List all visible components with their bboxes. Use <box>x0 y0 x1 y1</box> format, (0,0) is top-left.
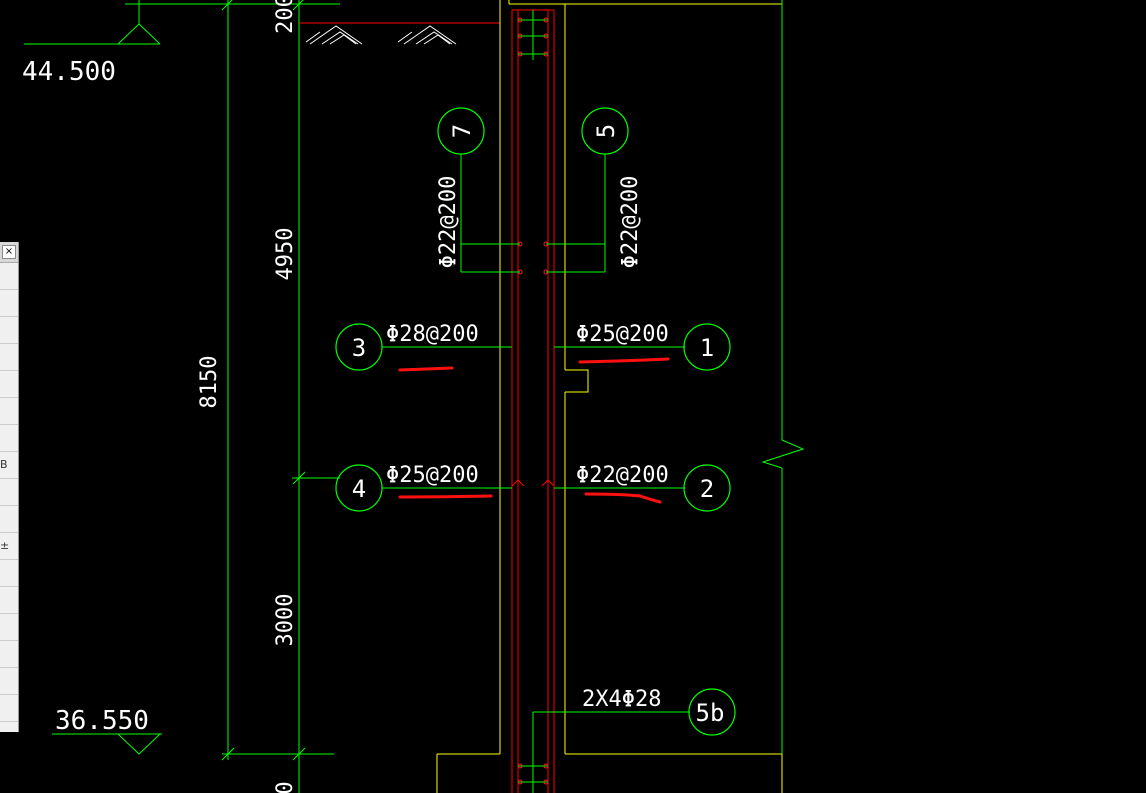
panel-glyph-b: ± <box>0 539 10 552</box>
panel-row[interactable] <box>0 641 18 668</box>
panel-glyph-a: B <box>0 458 8 471</box>
rebar-lines <box>511 9 555 793</box>
break-line <box>761 0 805 754</box>
marker-5b-id: 5b <box>696 699 725 727</box>
level-bottom-text: 36.550 <box>55 706 149 736</box>
panel-row[interactable] <box>0 425 18 452</box>
close-icon[interactable]: × <box>2 245 16 259</box>
dim-200: 200 <box>273 0 298 34</box>
side-panel[interactable]: × B ± <box>0 242 19 732</box>
marker-5b[interactable]: 5b <box>688 688 736 736</box>
marker-7-id: 7 <box>448 124 476 138</box>
rebar-label-5b: 2X4Φ28 <box>582 687 661 712</box>
marker-1[interactable]: 1 <box>683 323 731 371</box>
panel-titlebar[interactable]: × <box>0 242 18 263</box>
panel-row[interactable] <box>0 587 18 614</box>
dim-8150: 8150 <box>197 356 222 409</box>
dimension-lines <box>125 0 500 793</box>
soil-hatch <box>305 25 457 45</box>
marker-5[interactable]: 5 <box>581 107 629 155</box>
marker-7[interactable]: 7 <box>437 107 485 155</box>
rebar-label-4: Φ25@200 <box>386 463 479 488</box>
level-top-text: 44.500 <box>22 57 116 87</box>
wall-outline <box>436 0 783 793</box>
panel-row[interactable] <box>0 290 18 317</box>
panel-row[interactable] <box>0 344 18 371</box>
marker-2-id: 2 <box>700 475 714 503</box>
panel-row[interactable]: B <box>0 452 18 479</box>
leader-lines <box>382 154 690 713</box>
panel-row[interactable] <box>0 479 18 506</box>
marker-1-id: 1 <box>700 334 714 362</box>
panel-row[interactable] <box>0 263 18 290</box>
dim-4950: 4950 <box>273 228 298 281</box>
panel-row[interactable] <box>0 398 18 425</box>
marker-5-id: 5 <box>592 124 620 138</box>
panel-row[interactable] <box>0 668 18 695</box>
marker-4-id: 4 <box>352 475 366 503</box>
highlight-marks <box>398 357 670 504</box>
level-marker-top <box>24 0 161 45</box>
marker-2[interactable]: 2 <box>683 464 731 512</box>
panel-row[interactable] <box>0 695 18 722</box>
rebar-label-1: Φ25@200 <box>576 322 669 347</box>
rebar-label-5: Φ22@200 <box>618 176 643 269</box>
panel-row[interactable]: ± <box>0 533 18 560</box>
dim-0: 0 <box>273 781 298 793</box>
marker-3-id: 3 <box>352 334 366 362</box>
level-marker-bottom <box>52 733 162 755</box>
panel-row[interactable] <box>0 317 18 344</box>
rebar-label-3: Φ28@200 <box>386 322 479 347</box>
marker-3[interactable]: 3 <box>335 323 383 371</box>
panel-row[interactable] <box>0 506 18 533</box>
rebar-label-2: Φ22@200 <box>576 463 669 488</box>
marker-4[interactable]: 4 <box>335 464 383 512</box>
panel-row[interactable] <box>0 560 18 587</box>
panel-row[interactable] <box>0 371 18 398</box>
panel-row[interactable] <box>0 614 18 641</box>
rebar-label-7: Φ22@200 <box>436 176 461 269</box>
dim-3000: 3000 <box>273 594 298 647</box>
